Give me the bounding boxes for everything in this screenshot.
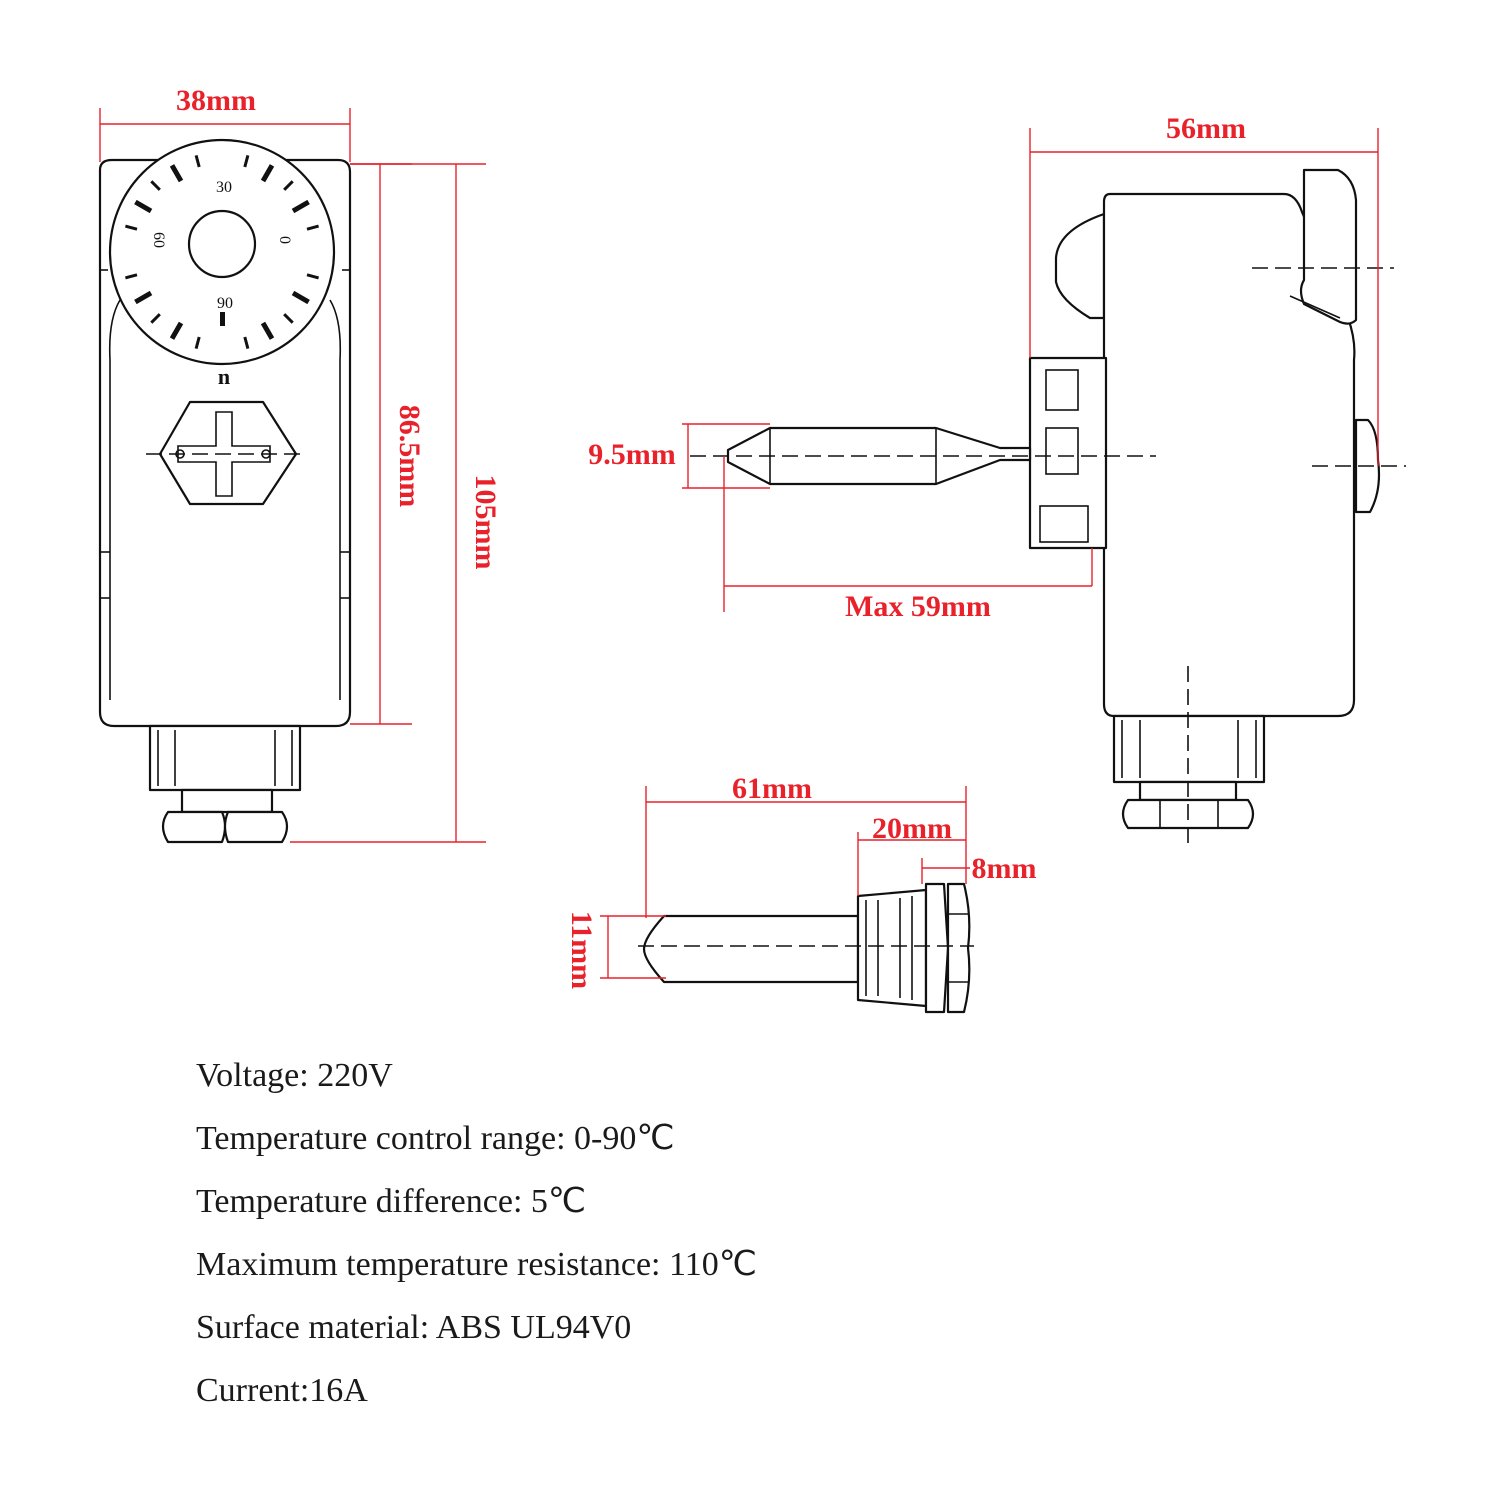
dial-tick [125,273,138,280]
dial-marker-n: n [218,364,230,389]
side-clamp-slot-3 [1039,505,1089,543]
front-inner-rail-right [329,299,342,700]
side-clamp-slot-1 [1045,369,1079,411]
dial-tick [169,321,184,340]
side-dimensions: 56mm 9.5mm Max 59mm [588,112,1379,623]
dial-center-hole [187,209,257,279]
side-dial-cap[interactable] [1299,168,1358,325]
thermowell-dimensions: 61mm 20mm 8mm 11mm [565,772,1036,989]
dial-tick [306,224,319,231]
dial-label-90: 90 [217,295,233,312]
spec-max-temperature: Maximum temperature resistance: 110℃ [196,1246,757,1283]
dim-well-length: 61mm [732,772,812,805]
front-neck [148,724,302,792]
thermowell-view [638,882,974,1014]
spec-list: Voltage: 220V Temperature control range:… [196,1054,757,1432]
spec-voltage: Voltage: 220V [196,1057,393,1094]
dial-tick [125,224,138,231]
dial-tick [291,290,310,305]
front-nut-right [223,810,289,844]
dial-tick [150,313,161,324]
dial-tick [134,290,153,305]
thermowell-nut-2 [946,882,971,1014]
dial-tick [283,180,294,191]
side-housing[interactable] [1102,192,1356,718]
dial-tick [306,273,319,280]
front-view: 30 0 60 90 n [98,138,352,844]
side-view [690,168,1406,850]
dial-tick [150,180,161,191]
spec-control-range: Temperature control range: 0-90℃ [196,1120,675,1157]
spec-surface-material: Surface material: ABS UL94V0 [196,1309,632,1346]
dial-tick [283,313,294,324]
thermowell-fitting [856,888,928,1008]
side-clamp-slot-2 [1045,427,1079,475]
dial-tick [134,199,153,214]
thermowell-tube [642,914,860,984]
side-cap-line [1289,295,1341,319]
side-clamp-block [1028,356,1108,550]
dim-side-depth: 56mm [1166,112,1246,145]
spec-temperature-difference: Temperature difference: 5℃ [196,1183,587,1220]
dim-front-body-height: 86.5mm [393,405,426,507]
dial-tick [243,155,250,168]
dial-label-60: 60 [150,232,167,248]
clamp-screw-cross-icon [177,411,271,497]
dim-front-total-height: 105mm [469,475,502,570]
dim-probe-length: Max 59mm [845,590,991,623]
dial-tick-marks [125,155,319,349]
dim-well-diameter: 11mm [565,911,598,989]
thermowell-nut-1 [924,882,950,1014]
dial-tick [260,321,275,340]
dim-well-nut: 8mm [972,852,1037,885]
dial-tick [243,336,250,349]
dial-tick [260,164,275,183]
side-neck [1112,714,1266,784]
dial-label-0: 0 [276,236,293,244]
front-dimensions: 38mm 86.5mm 105mm [99,84,502,843]
dial-pointer [220,312,225,326]
spec-current: Current:16A [196,1372,368,1409]
dim-front-width: 38mm [176,84,256,117]
dial-tick [194,336,201,349]
dial-tick [291,199,310,214]
dim-well-thread: 20mm [872,812,952,845]
front-nut-left [161,810,227,844]
side-rear-knob [1054,212,1106,320]
dial-tick [194,155,201,168]
dial-label-30: 30 [216,179,232,196]
front-inner-rail-left [108,299,121,700]
dim-probe-diameter: 9.5mm [588,438,675,471]
dial-tick [169,164,184,183]
front-collar [180,788,274,814]
